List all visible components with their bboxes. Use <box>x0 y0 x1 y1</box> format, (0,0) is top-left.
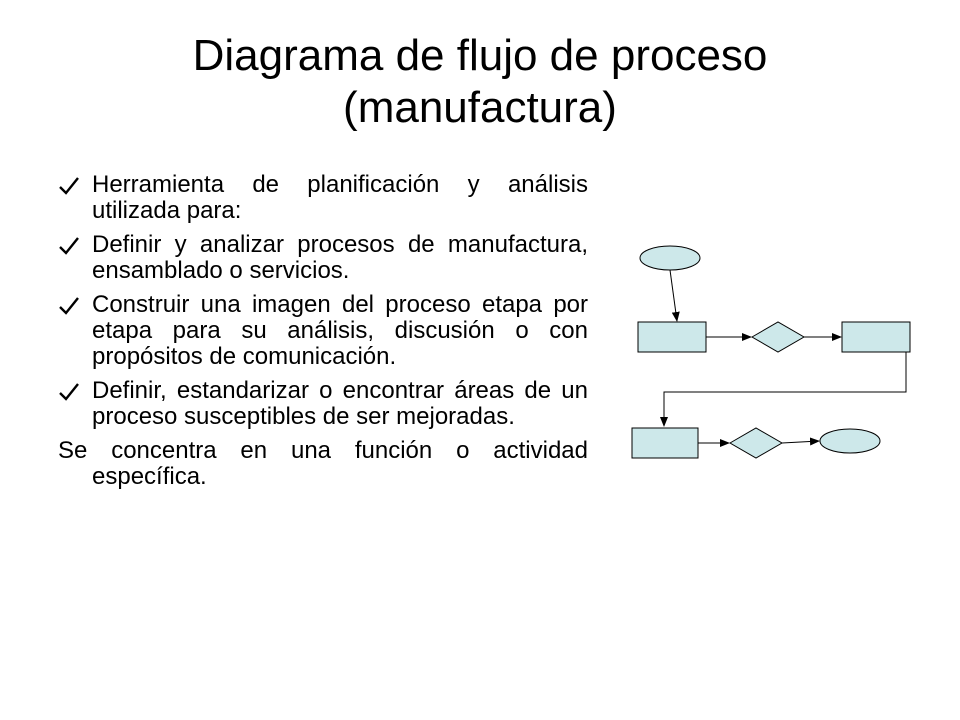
bullet-text: Construir una imagen del proceso etapa p… <box>92 291 588 370</box>
flowchart-arrow <box>669 269 680 322</box>
bullet-text: Definir, estandarizar o encontrar áreas … <box>92 377 588 430</box>
checkmark-icon <box>59 383 79 401</box>
flowchart-decision-diamond <box>750 321 806 353</box>
plain-text: Se concentra en una función o actividad … <box>58 437 588 490</box>
bullet-text: Definir y analizar procesos de manufactu… <box>92 231 588 284</box>
bullet-list: Herramienta de planificación y análisis … <box>58 172 588 490</box>
bullet-item: Herramienta de planificación y análisis … <box>58 172 588 224</box>
flowchart-diagram <box>631 245 911 459</box>
flowchart-process-box <box>637 321 707 353</box>
bullet-text: Herramienta de planificación y análisis … <box>92 171 588 224</box>
checkmark-icon <box>59 297 79 315</box>
checkmark-icon <box>59 177 79 195</box>
flowchart-process-box <box>841 321 911 353</box>
bullet-item: Definir, estandarizar o encontrar áreas … <box>58 378 588 430</box>
flowchart-arrow <box>781 437 820 446</box>
flowchart-start-oval <box>639 245 701 271</box>
bullet-item: Construir una imagen del proceso etapa p… <box>58 292 588 370</box>
slide-title: Diagrama de flujo de proceso (manufactur… <box>60 30 900 134</box>
flowchart-decision-diamond <box>728 427 784 459</box>
flowchart-process-box <box>631 427 699 459</box>
title-line-1: Diagrama de flujo de proceso <box>192 31 768 80</box>
checkmark-icon <box>59 237 79 255</box>
flowchart-connector <box>660 352 907 427</box>
flowchart-end-oval <box>819 428 881 454</box>
bullet-item: Definir y analizar procesos de manufactu… <box>58 232 588 284</box>
title-line-2: (manufactura) <box>343 83 617 132</box>
